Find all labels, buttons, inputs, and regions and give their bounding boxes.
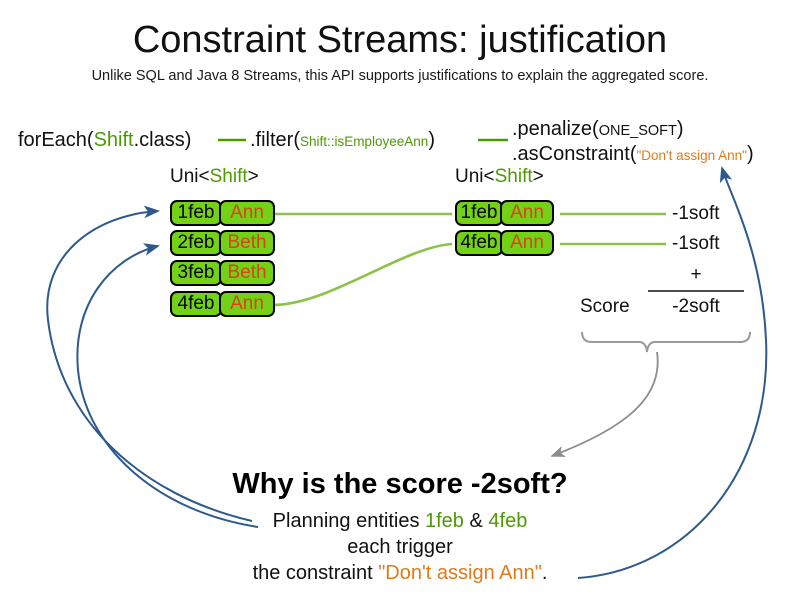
stream-connector-4feb <box>271 242 453 307</box>
code-penalize-arg: ONE_SOFT <box>598 123 677 139</box>
code-filter: .filter(Shift::isEmployeeAnn) <box>250 128 435 154</box>
match-score-1: -1soft <box>672 203 720 224</box>
fact-row: 2feb Beth <box>170 230 275 260</box>
stream-label-right-prefix: Uni< <box>455 166 495 187</box>
code-filter-prefix: .filter( <box>250 129 300 151</box>
fact-employee: Ann <box>219 200 275 226</box>
explanation-heading: Why is the score -2soft? <box>232 468 568 500</box>
matched-employee: Ann <box>500 200 554 226</box>
code-foreach-type: Shift <box>93 129 134 151</box>
explanation-line-2: each trigger <box>347 536 453 558</box>
stream-label-left-prefix: Uni< <box>170 166 210 187</box>
stream-label-left-suffix: > <box>247 166 259 187</box>
score-explanation-arrow <box>550 351 659 457</box>
code-foreach: forEach(Shift.class) <box>18 128 191 152</box>
score-total: -2soft <box>672 296 720 317</box>
code-penalize-prefix: .penalize( <box>512 118 599 140</box>
fact-date: 2feb <box>170 230 222 256</box>
score-divider <box>648 290 744 292</box>
explanation-line-3-suffix: . <box>541 562 548 584</box>
stream-label-left-type: Shift <box>209 166 248 187</box>
code-filter-suffix: ) <box>428 129 435 151</box>
code-foreach-prefix: forEach( <box>18 129 94 151</box>
code-filter-arg: Shift::isEmployeeAnn <box>300 134 429 149</box>
fact-date: 1feb <box>170 200 222 226</box>
code-as-constraint-suffix: ) <box>746 143 754 165</box>
code-as-constraint-prefix: .asConstraint( <box>512 143 637 165</box>
score-label: Score <box>580 296 630 317</box>
fact-row: 4feb Ann <box>170 291 275 321</box>
explanation-constraint-name: "Don't assign Ann" <box>378 562 542 584</box>
explanation-line-1: Planning entities 1feb & 4feb <box>0 508 800 534</box>
explanation-line-1-prefix: Planning entities <box>272 510 425 532</box>
explanation-entity-a: 1feb <box>425 510 464 532</box>
fact-row: 1feb Ann <box>170 200 275 230</box>
score-brace <box>581 331 751 353</box>
fact-employee: Beth <box>219 260 275 286</box>
stream-label-left: Uni<Shift> <box>170 166 259 188</box>
matched-date: 1feb <box>455 200 503 226</box>
matched-row: 1feb Ann <box>455 200 554 230</box>
matched-date: 4feb <box>455 230 503 256</box>
matched-employee: Ann <box>500 230 554 256</box>
slide-title: Constraint Streams: justification <box>132 19 668 61</box>
explanation-conjunction: & <box>463 510 489 532</box>
slide-subtitle: Unlike SQL and Java 8 Streams, this API … <box>91 68 709 84</box>
fact-row: 3feb Beth <box>170 260 275 290</box>
stream-label-right: Uni<Shift> <box>455 166 544 188</box>
explanation-line-3: the constraint "Don't assign Ann". <box>0 560 800 586</box>
fact-date: 3feb <box>170 260 222 286</box>
code-penalize-suffix: ) <box>676 118 684 140</box>
explanation-line-3-prefix: the constraint <box>252 562 379 584</box>
explanation-entity-b: 4feb <box>488 510 528 532</box>
code-as-constraint: .asConstraint("Don't assign Ann") <box>512 142 754 168</box>
score-operator: + <box>690 264 702 285</box>
code-foreach-suffix: .class) <box>133 129 192 151</box>
fact-employee: Beth <box>219 230 275 256</box>
code-as-constraint-arg: "Don't assign Ann" <box>636 148 747 163</box>
fact-date: 4feb <box>170 291 222 317</box>
code-penalize: .penalize(ONE_SOFT) <box>512 117 684 143</box>
stream-label-right-suffix: > <box>532 166 544 187</box>
stream-label-right-type: Shift <box>494 166 533 187</box>
matched-row: 4feb Ann <box>455 230 554 260</box>
match-score-2: -1soft <box>672 233 720 254</box>
fact-employee: Ann <box>219 291 275 317</box>
